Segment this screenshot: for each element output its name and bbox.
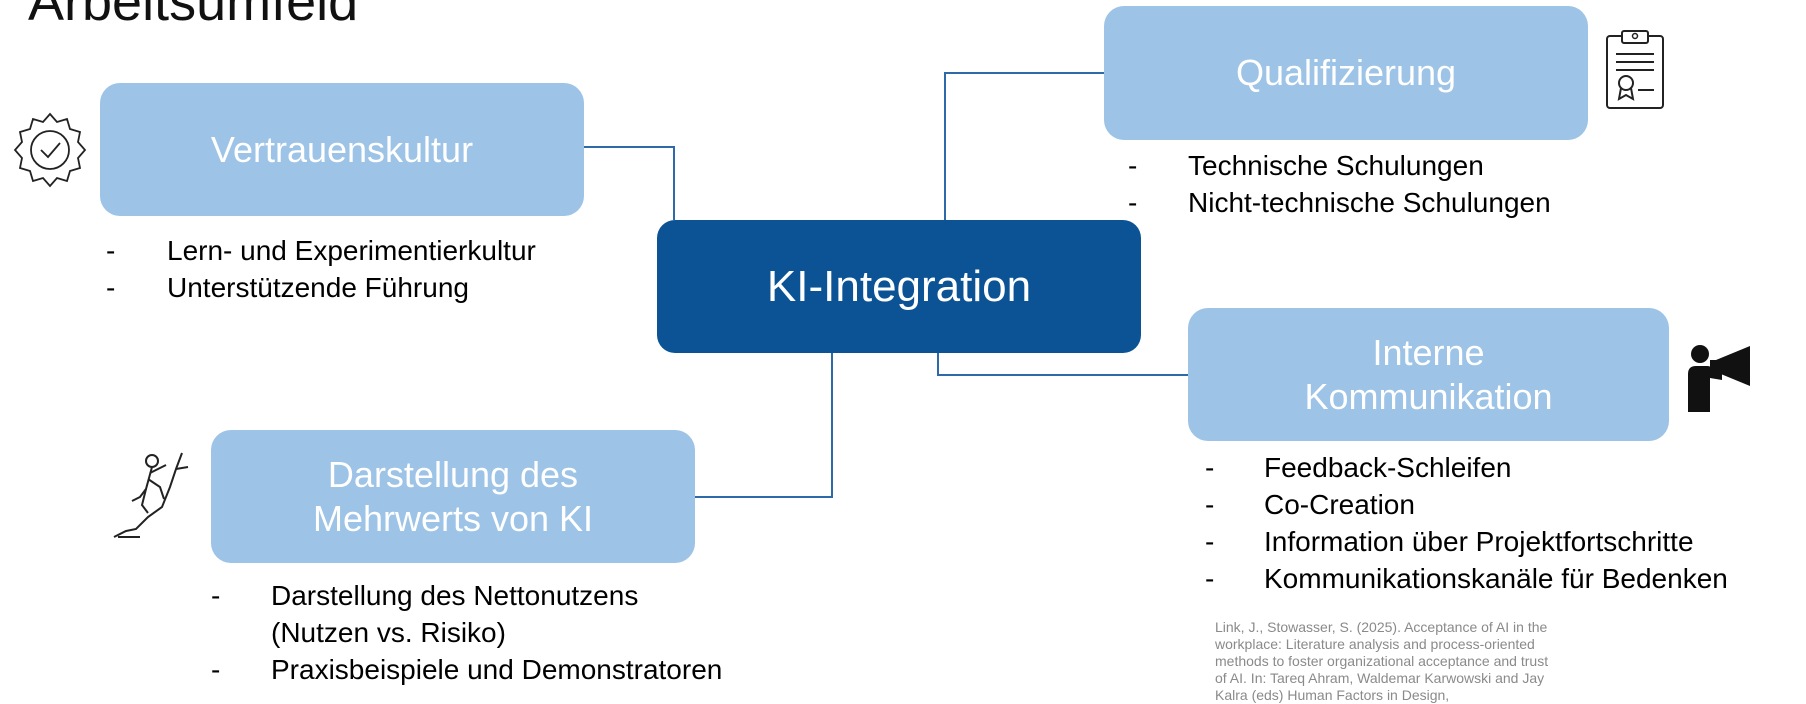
badge-check-icon bbox=[12, 110, 88, 190]
connector-kommunikation bbox=[937, 353, 1188, 376]
list-item: -Kommunikationskanäle für Bedenken bbox=[1205, 563, 1728, 594]
list-item: -Lern- und Experimentierkultur bbox=[106, 235, 536, 266]
page-title: Arbeitsumfeld bbox=[28, 0, 359, 32]
list-item: -Nicht-technische Schulungen bbox=[1128, 187, 1551, 218]
certificate-clipboard-icon bbox=[1604, 28, 1666, 110]
list-item: -Co-Creation bbox=[1205, 489, 1415, 520]
node-darstellung-mehrwert: Darstellung des Mehrwerts von KI bbox=[211, 430, 695, 563]
node-ki-integration-label: KI-Integration bbox=[766, 261, 1032, 311]
qualifizierung-bullets: -Technische Schulungen -Nicht-technische… bbox=[1128, 147, 1551, 221]
node-vertrauenskultur-label: Vertrauenskultur bbox=[210, 128, 474, 170]
node-qualifizierung: Qualifizierung bbox=[1104, 6, 1588, 140]
list-item: -Praxisbeispiele und Demonstratoren bbox=[211, 654, 723, 685]
node-mehrwert-label-line1: Darstellung des bbox=[327, 453, 579, 495]
list-item: -Darstellung des Nettonutzens bbox=[211, 580, 639, 611]
node-ki-integration: KI-Integration bbox=[657, 220, 1141, 353]
citation-text: Link, J., Stowasser, S. (2025). Acceptan… bbox=[1215, 619, 1549, 703]
connector-vertrauenskultur bbox=[584, 146, 675, 220]
node-mehrwert-label-line2: Mehrwerts von KI bbox=[312, 497, 594, 539]
node-vertrauenskultur: Vertrauenskultur bbox=[100, 83, 584, 216]
list-item: -Feedback-Schleifen bbox=[1205, 452, 1512, 483]
list-item: -Technische Schulungen bbox=[1128, 150, 1484, 181]
megaphone-person-icon bbox=[1686, 340, 1754, 412]
node-kommunikation-label-line2: Kommunikation bbox=[1304, 375, 1553, 417]
connector-qualifizierung bbox=[944, 72, 1104, 220]
list-item-continuation: (Nutzen vs. Risiko) bbox=[271, 617, 506, 648]
connector-mehrwert bbox=[695, 353, 833, 498]
mehrwert-bullets: -Darstellung des Nettonutzens (Nutzen vs… bbox=[211, 577, 722, 688]
node-interne-kommunikation: Interne Kommunikation bbox=[1188, 308, 1669, 441]
connector-lines bbox=[584, 72, 1188, 498]
list-item: -Unterstützende Führung bbox=[106, 272, 469, 303]
kommunikation-bullets: -Feedback-Schleifen -Co-Creation -Inform… bbox=[1205, 449, 1728, 597]
node-qualifizierung-label: Qualifizierung bbox=[1235, 52, 1457, 93]
node-kommunikation-label-line1: Interne bbox=[1372, 331, 1485, 373]
climber-icon bbox=[110, 447, 192, 539]
list-item: -Information über Projektfortschritte bbox=[1205, 526, 1694, 557]
vertrauenskultur-bullets: -Lern- und Experimentierkultur -Unterstü… bbox=[106, 232, 536, 306]
